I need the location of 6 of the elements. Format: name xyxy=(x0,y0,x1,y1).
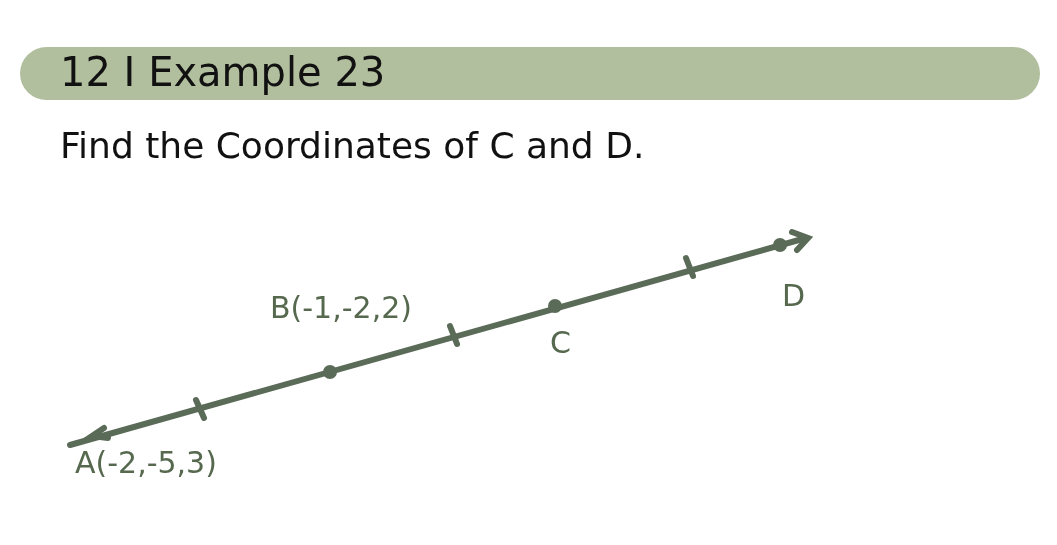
instruction-text: Find the Coordinates of C and D. xyxy=(60,125,645,166)
title: 12 I Example 23 xyxy=(60,49,386,95)
point-label: D xyxy=(782,278,806,313)
point-label: B(-1,-2,2) xyxy=(270,290,412,325)
point-label: C xyxy=(550,325,571,360)
point-label: A(-2,-5,3) xyxy=(75,445,217,480)
